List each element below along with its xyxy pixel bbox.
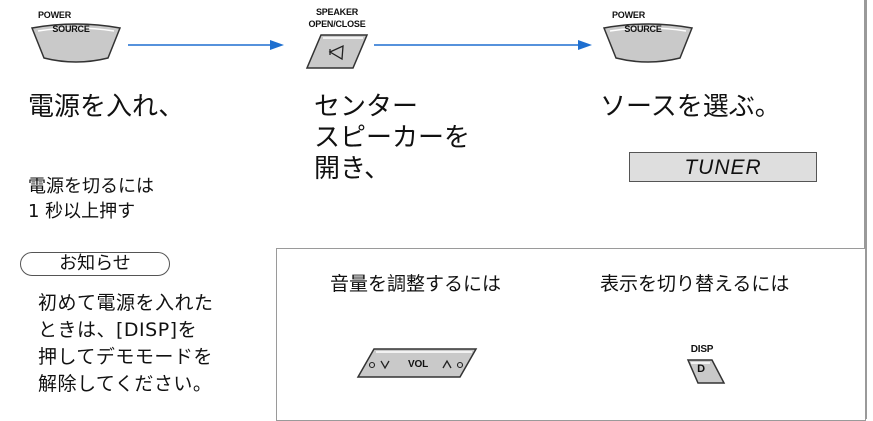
disp-button[interactable] <box>684 357 728 385</box>
step-1-subtext-2: 1 秒以上押す <box>28 201 136 222</box>
eject-icon <box>328 44 344 61</box>
power-source-label-top: POWER <box>38 10 72 20</box>
disp-button-letter: D <box>697 363 705 375</box>
notice-line: 押してデモモードを <box>38 346 213 368</box>
power-source-label-bottom-2: SOURCE <box>624 24 662 34</box>
speaker-open-close-label-bottom: OPEN/CLOSE <box>308 19 366 29</box>
arrow-right-icon <box>128 40 284 50</box>
notice-line: ときは、[DISP]を <box>38 319 198 341</box>
speaker-open-close-label-top: SPEAKER <box>315 7 359 17</box>
power-source-button-1[interactable] <box>28 22 124 66</box>
step-3-text: ソースを選ぶ。 <box>600 92 781 122</box>
notice-line: 解除してください。 <box>38 373 213 395</box>
step-1-subtext-1: 電源を切るには <box>28 176 154 197</box>
volume-down-icon <box>380 360 390 370</box>
volume-title: 音量を調整するには <box>330 273 502 295</box>
volume-button[interactable] <box>354 346 480 380</box>
disp-label: DISP <box>690 344 714 355</box>
step-2-text-3: 開き、 <box>314 154 391 184</box>
speaker-open-close-button[interactable] <box>303 32 371 72</box>
display-title: 表示を切り替えるには <box>600 273 790 295</box>
step-2-text-1: センター <box>314 92 419 122</box>
arrow-right-icon-2 <box>374 40 592 50</box>
power-source-label-top-2: POWER <box>612 10 646 20</box>
tips-box <box>276 248 866 421</box>
display-window: TUNER <box>629 152 817 182</box>
volume-up-icon <box>442 359 452 369</box>
power-source-label-bottom: SOURCE <box>52 24 90 34</box>
volume-button-label: VOL <box>408 359 428 370</box>
power-source-button-2[interactable] <box>600 22 696 66</box>
notice-label: お知らせ <box>20 252 170 276</box>
notice-body: 初めて電源を入れた ときは、[DISP]を 押してデモモードを 解除してください… <box>38 290 214 398</box>
step-2-text-2: スピーカーを <box>314 123 471 153</box>
page-edge-rule <box>864 0 867 419</box>
step-1-text: 電源を入れ、 <box>28 92 185 122</box>
notice-line: 初めて電源を入れた <box>38 292 214 314</box>
